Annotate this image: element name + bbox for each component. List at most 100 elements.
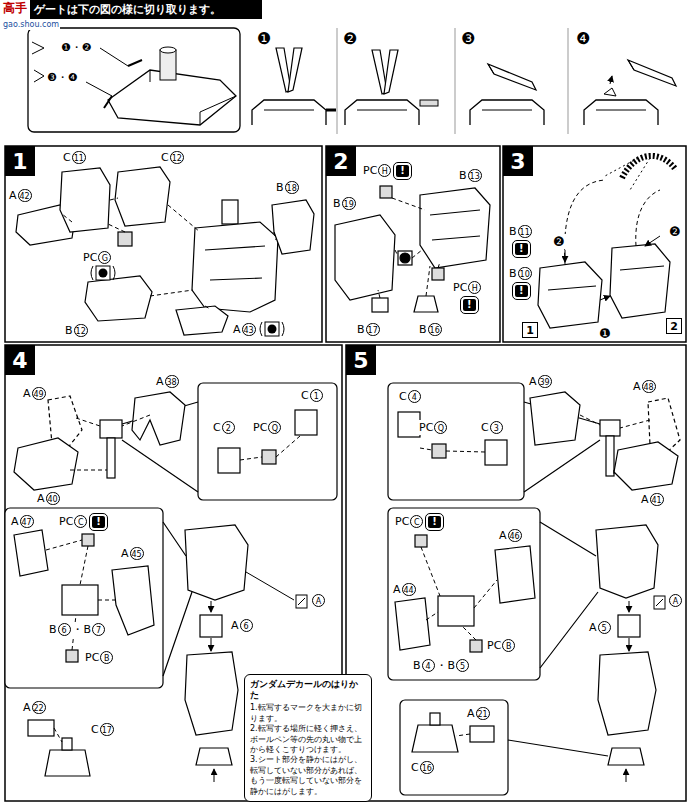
- gate-inset: [160, 47, 176, 53]
- callout-number: 12: [170, 151, 184, 164]
- decal-icon: [298, 598, 305, 605]
- cutting-steps: [610, 76, 612, 84]
- part-callout: A5: [588, 620, 612, 635]
- callout-number: 45: [130, 547, 144, 560]
- part-callout: A: [668, 594, 683, 607]
- part-callout: C17: [90, 722, 115, 737]
- node-heading: 2: [670, 320, 678, 333]
- assembly-guide: [426, 612, 438, 620]
- part-callout: !: [510, 285, 533, 297]
- part-drawing: [45, 750, 90, 776]
- part-letter: PC: [363, 163, 377, 178]
- part-drawing: [380, 186, 392, 198]
- assembly-guide: [214, 769, 215, 782]
- part-drawing: [470, 640, 482, 652]
- inset-frame: [388, 383, 524, 500]
- inset-frame: [5, 383, 337, 688]
- hose-guide: [565, 156, 676, 300]
- assembly-guide: [70, 470, 107, 471]
- part-drawing: [606, 436, 614, 476]
- part-callout: A47: [10, 514, 35, 529]
- step-icon-number: ❸: [461, 30, 475, 48]
- assembly-guide: [395, 250, 398, 256]
- assembly-guide: [76, 418, 100, 426]
- callout-number: 3: [490, 421, 503, 434]
- part-letter: C: [213, 420, 221, 435]
- part-drawing: [414, 296, 438, 312]
- part-callout: A44: [392, 582, 417, 597]
- part-callout: B18: [275, 180, 300, 195]
- order-number: ❷: [553, 234, 565, 249]
- hose-guide: [636, 190, 660, 246]
- part-drawing: [415, 535, 427, 547]
- cutting-steps: [252, 28, 676, 134]
- step-reference: 2: [666, 318, 682, 334]
- part-drawing: [200, 615, 222, 637]
- part-callout: PCH!: [362, 163, 414, 178]
- header-bar: [30, 0, 262, 19]
- callout-number: 19: [342, 197, 356, 210]
- inset-frame: [400, 700, 508, 795]
- assembly-guide: [580, 415, 600, 425]
- callout-number: 41: [650, 493, 664, 506]
- part-drawing: [430, 713, 440, 725]
- step-icon-number: ❶: [257, 30, 271, 48]
- part-callout: ❸: [460, 30, 476, 48]
- part-callout: B11: [508, 224, 533, 239]
- cutting-steps: [337, 28, 338, 134]
- part-letter: A: [156, 374, 164, 389]
- node-heading: 4: [12, 348, 27, 373]
- part-drawing: [395, 392, 680, 765]
- part-callout: B12: [64, 323, 89, 338]
- part-callout: A39: [528, 374, 553, 389]
- assembly-guide: [446, 451, 485, 452]
- callout-number: 42: [18, 189, 32, 202]
- part-drawing: [115, 167, 170, 226]
- circle-mark: [260, 322, 284, 336]
- part-callout: A46: [498, 528, 523, 543]
- assembly-guide: [54, 728, 62, 742]
- part-letter: A: [121, 546, 129, 561]
- part-callout: PCG: [82, 250, 112, 265]
- step-number: 4: [5, 345, 35, 375]
- part-callout: A43: [232, 322, 257, 337]
- watermark: 高手: [3, 1, 27, 16]
- part-letter: B: [448, 658, 456, 673]
- assembly-guide: [46, 540, 82, 550]
- part-letter: B: [509, 266, 517, 281]
- caution-mark: !: [396, 165, 409, 177]
- assembly-guide: [629, 601, 630, 612]
- part-callout: C11: [62, 150, 87, 165]
- part-drawing: [82, 534, 94, 546]
- part-letter: A: [233, 322, 241, 337]
- part-drawing: [530, 392, 580, 445]
- part-callout: ❷: [342, 30, 358, 48]
- part-drawing: [438, 596, 474, 626]
- node-text: 3.シート部分を静かにはがし、転写していない部分があれば、もう一度転写していない…: [250, 755, 366, 797]
- decal-icon: [656, 599, 663, 606]
- part-callout: PCC!: [394, 514, 446, 529]
- part-letter: C: [91, 722, 99, 737]
- assembly-guide: [629, 638, 630, 651]
- panel-frame: [503, 146, 686, 342]
- watermark: gao.shou.com: [3, 20, 59, 30]
- hose-guide: [600, 296, 610, 300]
- part-drawing: [262, 450, 276, 464]
- part-drawing: [295, 410, 317, 435]
- part-letter: C: [411, 760, 419, 775]
- part-letter: A: [23, 700, 31, 715]
- part-callout: !: [510, 243, 533, 255]
- gate-inset: [34, 70, 44, 82]
- part-letter: B: [276, 180, 284, 195]
- part-drawing: [14, 530, 48, 576]
- part-drawing: [218, 448, 240, 473]
- assembly-guide: [211, 601, 212, 612]
- panel-frame: [5, 146, 686, 801]
- part-drawing: [205, 246, 265, 280]
- inset-frame: [198, 383, 337, 500]
- caution-mark: !: [92, 516, 105, 528]
- part-letter: B: [333, 196, 341, 211]
- callout-number: 2: [222, 421, 235, 434]
- gate-inset: [28, 28, 240, 132]
- callout-number: B: [502, 639, 515, 652]
